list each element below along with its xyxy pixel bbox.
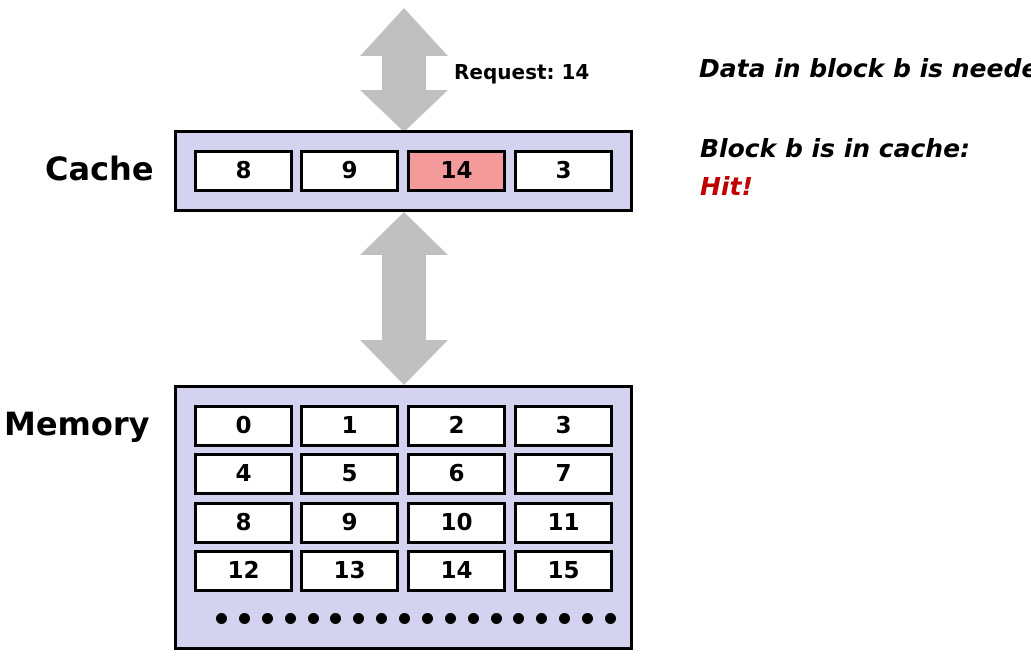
cache-label: Cache bbox=[45, 150, 154, 188]
memory-block: 5 bbox=[300, 453, 399, 495]
memory-block: 11 bbox=[514, 502, 613, 544]
memory-block: 9 bbox=[300, 502, 399, 544]
note-hit: Hit! bbox=[700, 172, 753, 201]
continuation-dot bbox=[238, 612, 250, 624]
note-data-needed: Data in block b is needed bbox=[699, 54, 1031, 83]
continuation-dot bbox=[353, 612, 365, 624]
continuation-dot bbox=[582, 612, 593, 624]
memory-block: 15 bbox=[514, 550, 613, 592]
memory-block: 8 bbox=[194, 502, 293, 544]
memory-block: 6 bbox=[407, 453, 506, 495]
cache-block: 9 bbox=[300, 150, 399, 192]
memory-block: 14 bbox=[407, 550, 506, 592]
continuation-dot bbox=[330, 612, 342, 624]
continuation-dot bbox=[536, 612, 548, 624]
memory-block: 2 bbox=[407, 405, 506, 447]
continuation-dot bbox=[284, 612, 296, 624]
memory-block: 12 bbox=[194, 550, 293, 592]
memory-block: 4 bbox=[194, 453, 293, 495]
continuation-dot bbox=[513, 612, 525, 624]
memory-block: 7 bbox=[514, 453, 613, 495]
cache-panel: 8 9 14 3 bbox=[174, 130, 633, 212]
continuation-dots bbox=[216, 610, 616, 626]
continuation-dot bbox=[604, 612, 616, 624]
note-block-in-cache: Block b is in cache: bbox=[700, 134, 971, 163]
cache-memory-arrow bbox=[360, 212, 448, 385]
continuation-dot bbox=[399, 612, 410, 624]
continuation-dot bbox=[307, 612, 319, 624]
continuation-dot bbox=[261, 612, 273, 624]
request-arrow bbox=[360, 8, 448, 132]
continuation-dot bbox=[467, 612, 479, 624]
memory-block: 1 bbox=[300, 405, 399, 447]
memory-block: 13 bbox=[300, 550, 399, 592]
cache-block: 3 bbox=[514, 150, 613, 192]
continuation-dot bbox=[216, 612, 227, 624]
cache-block: 8 bbox=[194, 150, 293, 192]
memory-block: 3 bbox=[514, 405, 613, 447]
continuation-dot bbox=[490, 612, 502, 624]
continuation-dot bbox=[376, 612, 388, 624]
cache-block-hit: 14 bbox=[407, 150, 506, 192]
memory-panel: 0 1 2 3 4 5 6 7 8 9 10 11 12 13 14 15 bbox=[174, 385, 633, 650]
continuation-dot bbox=[559, 612, 571, 624]
request-label: Request: 14 bbox=[454, 60, 590, 84]
continuation-dot bbox=[421, 612, 433, 624]
memory-block: 10 bbox=[407, 502, 506, 544]
memory-label: Memory bbox=[4, 405, 150, 443]
continuation-dot bbox=[444, 612, 456, 624]
memory-block: 0 bbox=[194, 405, 293, 447]
